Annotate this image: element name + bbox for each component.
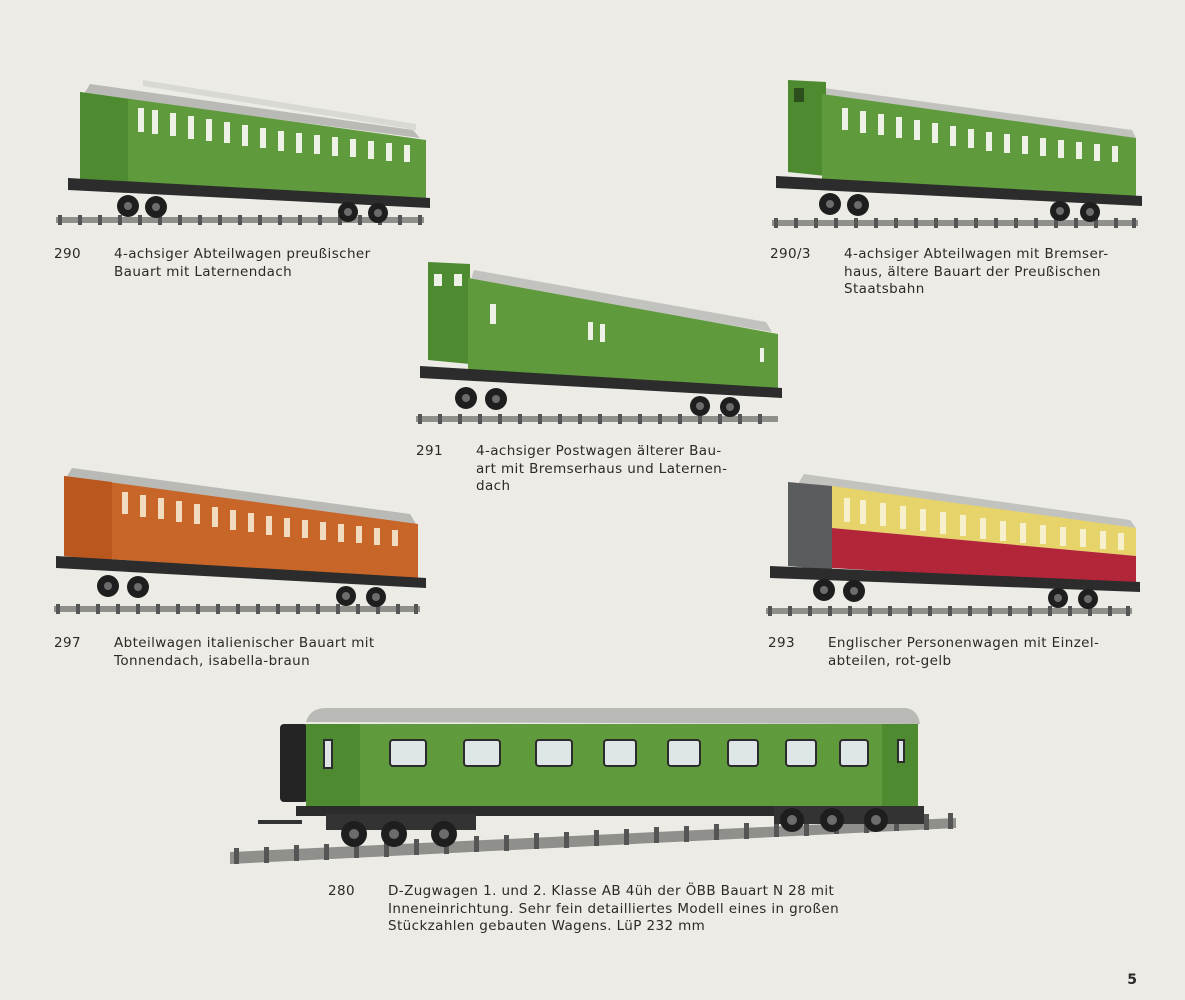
item-description: Englischer Personenwagen mit Einzel- abt… xyxy=(828,635,1100,669)
item-number: 297 xyxy=(54,635,81,651)
item-number: 293 xyxy=(768,635,795,651)
item-number: 290 xyxy=(54,246,81,262)
car-293-image xyxy=(766,474,1140,616)
item-description: 4-achsiger Postwagen älterer Bau- art mi… xyxy=(476,443,728,494)
car-291-image xyxy=(416,262,782,424)
car-290-3-image xyxy=(772,80,1142,228)
car-297-image xyxy=(54,468,426,614)
item-description: Abteilwagen italienischer Bauart mit Ton… xyxy=(114,635,375,669)
car-290-image xyxy=(56,80,430,225)
item-number: 290/3 xyxy=(770,246,811,262)
item-description: 4-achsiger Abteilwagen preußischer Bauar… xyxy=(114,246,371,280)
page-number: 5 xyxy=(1127,972,1137,988)
item-description: 4-achsiger Abteilwagen mit Bremser- haus… xyxy=(844,246,1109,297)
item-number: 280 xyxy=(328,883,355,899)
item-number: 291 xyxy=(416,443,443,459)
car-280-image xyxy=(230,708,956,864)
item-description: D-Zugwagen 1. und 2. Klasse AB 4üh der Ö… xyxy=(388,883,840,934)
